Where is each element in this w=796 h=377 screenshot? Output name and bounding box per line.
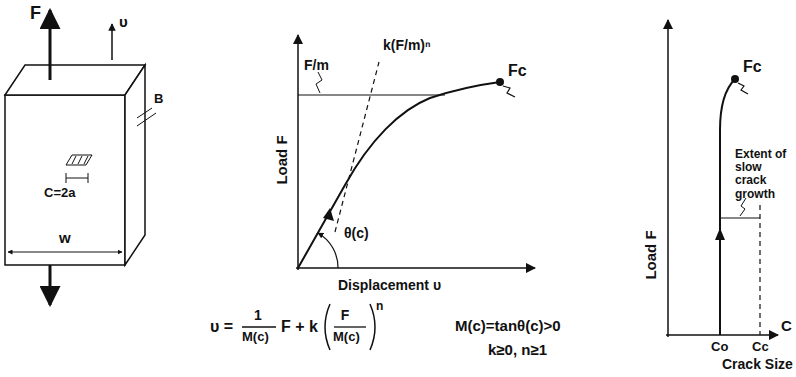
specimen-top [5,65,145,95]
thickness-tick [137,108,152,118]
width-dimension [8,252,122,253]
y-axis [667,20,669,337]
power-law-label: k(F/m)ⁿ [383,38,431,53]
fracture-load-label: Fc [743,58,762,76]
load-curve [298,82,500,268]
fraction-bar [334,326,366,327]
crack-length-label: C=2a [44,186,75,200]
crack-hatch [72,156,88,164]
equation-condition: k≥0, n≥1 [488,342,547,359]
equation-term: υ = [210,318,233,336]
crack-dimension [66,178,88,179]
critical-size-line [759,205,760,335]
equation-term: M(c) [242,330,269,344]
angle-label: θ(c) [344,226,369,241]
fracture-load-label: Fc [508,62,527,80]
growth-bracket [720,217,760,218]
curve-arrow [715,228,725,240]
y-axis [297,35,299,270]
force-label: F [30,4,41,24]
fracture-point [731,75,739,83]
crack-curve [720,79,735,335]
asymptote-label: F/m [304,58,329,73]
thickness-label: B [154,92,163,106]
growth-note: Extent of slow crack growth [735,148,793,201]
fracture-zigzag [738,83,748,94]
displacement-symbol: υ [119,14,128,31]
axis-title: Displacement υ [338,278,441,293]
power-law-line [335,62,379,232]
fracture-point [496,78,504,86]
x-axis [666,334,778,336]
crack-dimension-tick [66,173,88,183]
leader-line [316,72,322,93]
equation-term: F [341,308,350,323]
crack [66,155,92,165]
equation-term: M(c) [333,330,360,344]
specimen-front [5,95,125,265]
thickness-tick [137,113,156,126]
axis-title: Crack Size [722,357,793,372]
asymptote-line [298,94,445,95]
width-label: w [59,230,71,247]
equation-exponent: n [376,300,383,313]
critical-size-label: Cc [752,340,769,354]
equation-condition: M(c)=tanθ(c)>0 [455,318,561,335]
equation-term: 1 [254,308,262,323]
x-axis [296,267,535,269]
displacement-arrow [111,24,113,60]
equation-term: F + k [281,318,318,336]
parenthesis [370,304,375,350]
initial-size-label: Co [711,340,728,354]
axis-title: Load F [274,135,291,184]
fracture-zigzag [503,86,515,97]
curve-arrow [323,208,334,221]
leader-line [740,198,746,216]
axis-title: Load F [643,230,660,279]
load-arrow [49,10,52,80]
fraction-bar [242,326,276,327]
load-arrow [49,265,52,305]
axis-symbol: C [781,318,792,335]
specimen-side [125,65,145,265]
angle-arc [318,233,338,268]
parenthesis [325,304,330,350]
